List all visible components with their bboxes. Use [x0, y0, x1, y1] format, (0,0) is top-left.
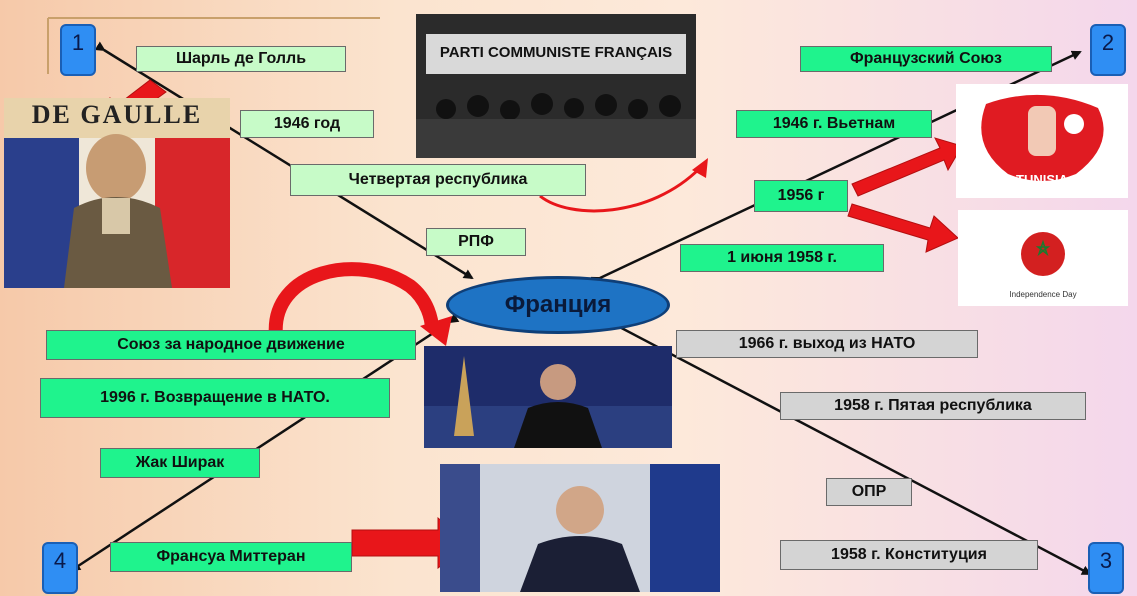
label-mitterrand: Франсуа Миттеран — [110, 542, 352, 572]
tunisia-caption: TUNISIA — [1016, 172, 1068, 187]
spine-1-line — [94, 41, 474, 280]
label-union-movement: Союз за народное движение — [46, 330, 416, 360]
morocco-image: Independence Day — [958, 210, 1128, 306]
number-3-text: 3 — [1099, 548, 1113, 573]
number-box-1: 1 — [60, 24, 96, 76]
label-rpf: РПФ — [426, 228, 526, 256]
label-1956: 1956 г — [754, 180, 848, 212]
poster-caption: DE GAULLE — [31, 100, 203, 129]
label-vietnam-1946: 1946 г. Вьетнам — [736, 110, 932, 138]
number-box-2: 2 — [1090, 24, 1126, 76]
label-fourth-republic: Четвертая республика — [290, 164, 586, 196]
label-1946: 1946 год — [240, 110, 374, 138]
mitterrand-photo — [440, 464, 720, 592]
center-title: Франция — [504, 291, 612, 318]
banner-caption: PARTI COMMUNISTE FRANÇAIS — [439, 44, 673, 61]
spine-4-line — [70, 313, 460, 572]
number-2-text: 2 — [1101, 30, 1115, 55]
label-de-gaulle: Шарль де Голль — [136, 46, 346, 72]
label-return-nato-1996: 1996 г. Возвращение в НАТО. — [40, 378, 390, 418]
center-france-oval: Франция — [446, 276, 670, 334]
label-french-union: Французский Союз — [800, 46, 1052, 72]
label-nato-exit-1966: 1966 г. выход из НАТО — [676, 330, 978, 358]
spine-3-line — [600, 313, 1092, 576]
number-1-text: 1 — [71, 30, 85, 55]
number-4-text: 4 — [53, 548, 67, 573]
number-box-3: 3 — [1088, 542, 1124, 594]
label-opr: ОПР — [826, 478, 912, 506]
label-chirac: Жак Ширак — [100, 448, 260, 478]
de-gaulle-poster: DE GAULLE — [4, 98, 230, 288]
sarkozy-photo — [424, 346, 672, 448]
label-june-1958: 1 июня 1958 г. — [680, 244, 884, 272]
communist-party-photo: PARTI COMMUNISTE FRANÇAIS — [416, 14, 696, 158]
morocco-caption: Independence Day — [1009, 290, 1077, 299]
tunisia-image: TUNISIA — [956, 84, 1128, 198]
number-box-4: 4 — [42, 542, 78, 594]
label-constitution-1958: 1958 г. Конституция — [780, 540, 1038, 570]
label-fifth-republic-1958: 1958 г. Пятая республика — [780, 392, 1086, 420]
